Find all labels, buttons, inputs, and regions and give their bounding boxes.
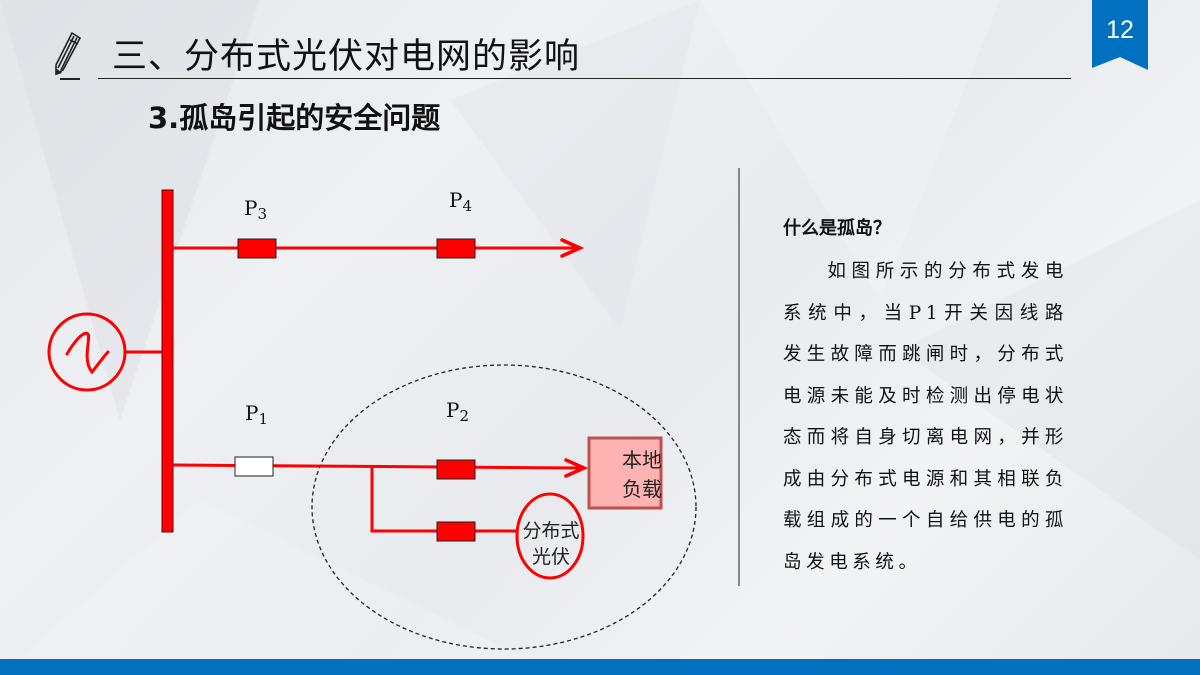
local-load-line2: 负载 [622,477,662,501]
label-p3: P3 [244,196,268,223]
footer-bar [0,659,1200,675]
pv-label-line1: 分布式 [522,520,580,542]
switch-pv [436,521,476,542]
title-underline [98,78,1071,79]
label-p2: P2 [446,398,470,425]
island-boundary [311,364,697,650]
island-circuit-diagram [47,189,697,650]
local-load-label: 本地 负载 [592,446,662,504]
switch-p3 [237,238,277,259]
pv-label: 分布式 光伏 [512,518,590,570]
local-load-line1: 本地 [622,448,662,472]
switch-p2 [436,459,476,480]
vertical-divider [738,168,740,586]
pv-label-line2: 光伏 [531,546,570,568]
page-badge [1092,0,1148,70]
bus-bar [161,189,174,533]
switch-p1-open [234,456,274,477]
section-subtitle: 3.孤岛引起的安全问题 [148,101,441,135]
slide-title: 三、分布式光伏对电网的影响 [112,37,581,77]
sidebar-paragraph: 如图所示的分布式发电系统中，当P1开关因线路发生故障而跳闸时，分布式电源未能及时… [783,261,1068,573]
label-p4: P4 [449,188,473,215]
sidebar-question: 什么是孤岛？ [783,218,891,239]
page-number: 12 [1106,16,1134,44]
pencil-icon [55,31,82,80]
pv-source-circle [515,492,585,580]
local-load-box [587,436,663,510]
switch-p4 [436,238,476,259]
label-p1: P1 [245,401,269,428]
